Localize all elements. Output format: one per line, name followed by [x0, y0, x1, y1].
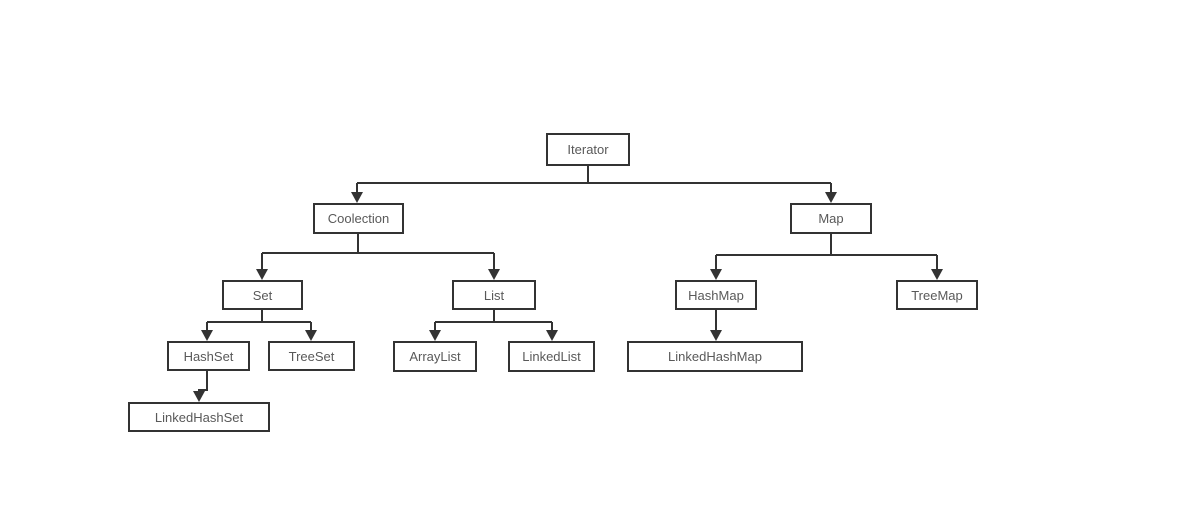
edge-iterator-children	[351, 166, 837, 203]
node-arraylist: ArrayList	[393, 341, 477, 372]
node-linkedhashmap: LinkedHashMap	[627, 341, 803, 372]
arrowhead-treemap	[931, 269, 943, 280]
arrowhead-linkedhashset	[193, 391, 205, 402]
arrowhead-linkedlist	[546, 330, 558, 341]
arrowhead-treeset	[305, 330, 317, 341]
node-map: Map	[790, 203, 872, 234]
arrowhead-arraylist	[429, 330, 441, 341]
edge-map-children	[710, 234, 943, 280]
edge-coolection-children	[256, 234, 500, 280]
arrowhead-hashset	[201, 330, 213, 341]
node-set: Set	[222, 280, 303, 310]
node-linkedhashset: LinkedHashSet	[128, 402, 270, 432]
arrowhead-set	[256, 269, 268, 280]
node-treeset: TreeSet	[268, 341, 355, 371]
arrowhead-hashmap	[710, 269, 722, 280]
node-list: List	[452, 280, 536, 310]
arrowhead-map	[825, 192, 837, 203]
node-coolection: Coolection	[313, 203, 404, 234]
edge-hashmap-linkedhashmap	[710, 310, 722, 341]
arrowhead-linkedhashmap	[710, 330, 722, 341]
node-hashset: HashSet	[167, 341, 250, 371]
node-linkedlist: LinkedList	[508, 341, 595, 372]
arrowhead-coolection	[351, 192, 363, 203]
node-iterator: Iterator	[546, 133, 630, 166]
node-treemap: TreeMap	[896, 280, 978, 310]
node-hashmap: HashMap	[675, 280, 757, 310]
edge-set-children	[201, 310, 317, 341]
edge-hashset-linkedhashset	[193, 371, 208, 402]
arrowhead-list	[488, 269, 500, 280]
edge-list-children	[429, 310, 558, 341]
